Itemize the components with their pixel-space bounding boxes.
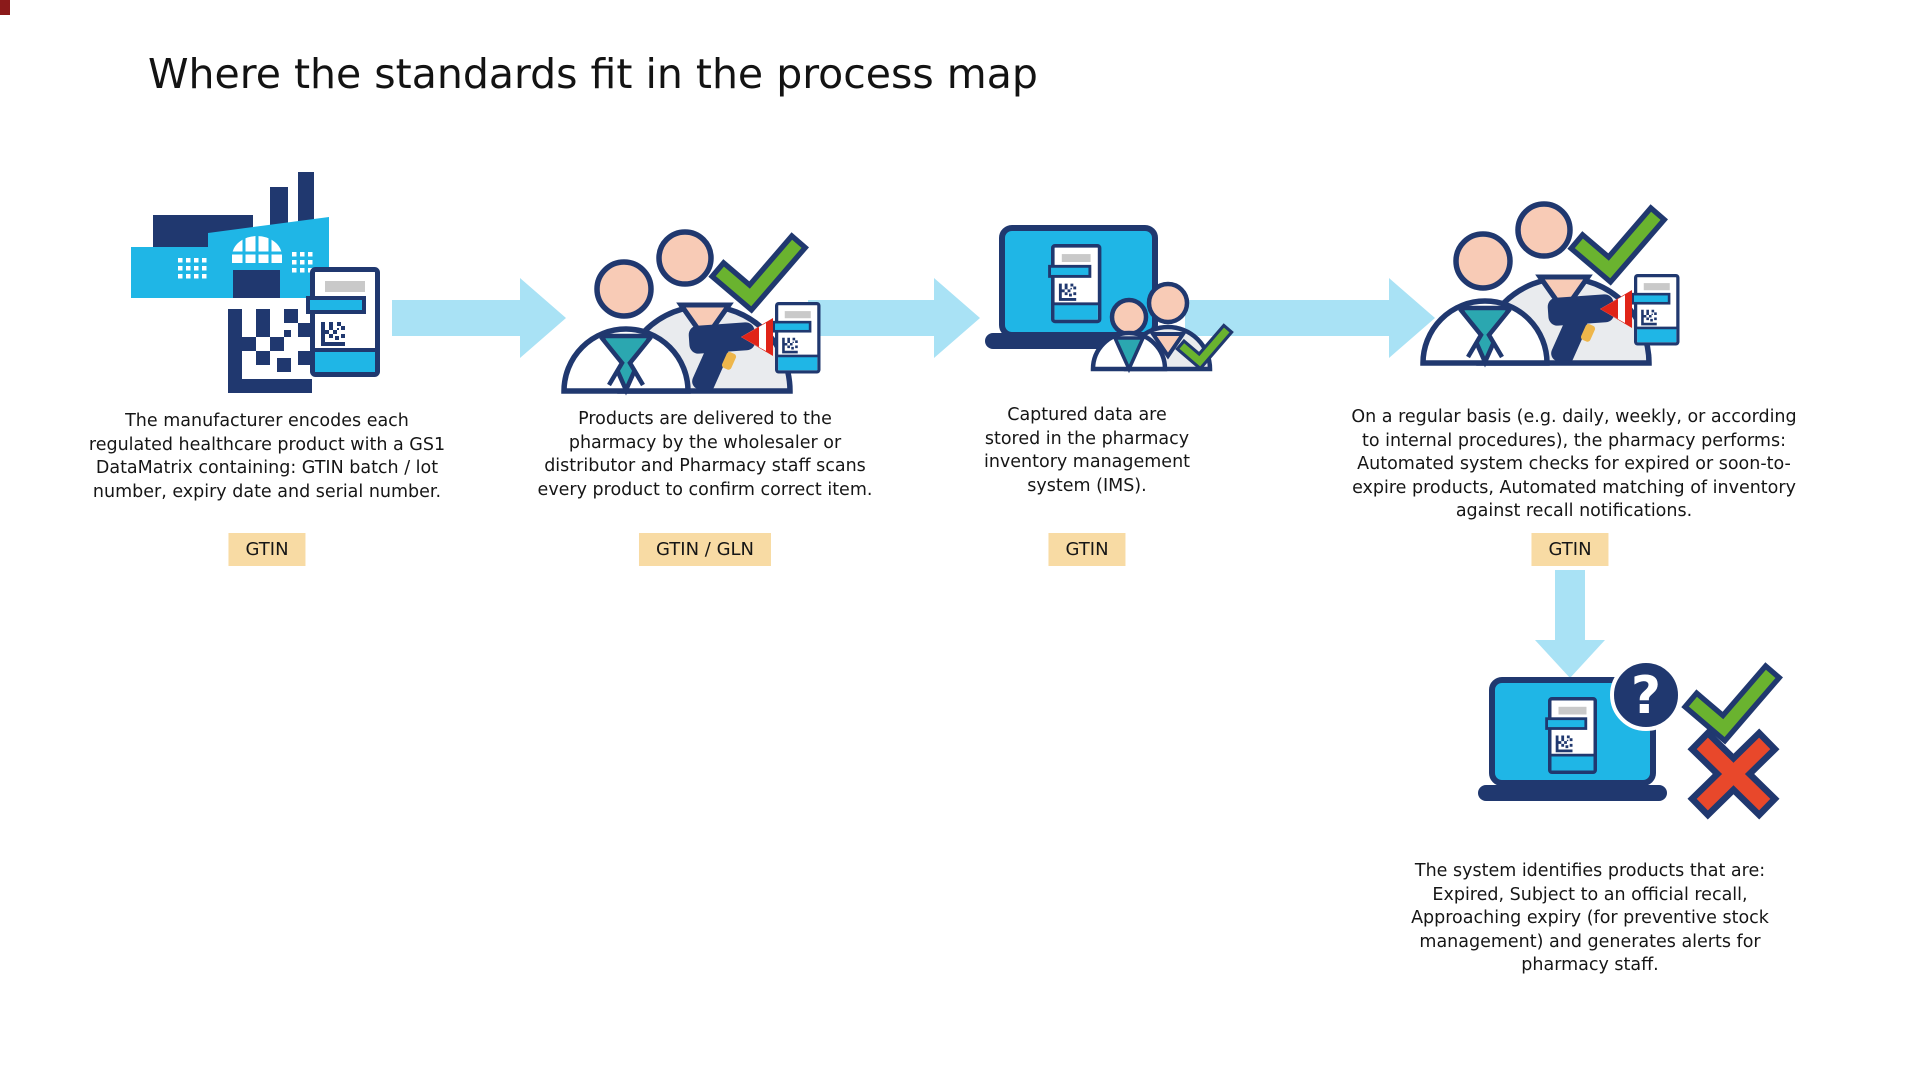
description-line: to internal procedures), the pharmacy pe…	[1362, 430, 1786, 451]
ims-laptop-icon	[985, 225, 1245, 374]
step-2-standard-badge: GTIN / GLN	[638, 533, 772, 566]
product-box-icon	[1547, 699, 1596, 773]
description-line: Automated system checks for expired or s…	[1357, 454, 1791, 474]
checkmark-icon	[1698, 679, 1767, 728]
question-icon: ?	[1610, 659, 1682, 731]
right-arrow-icon	[1185, 278, 1435, 358]
laptop-base	[1478, 785, 1667, 801]
description-line: pharmacy staff.	[1521, 955, 1659, 975]
scan-verify-icon	[1424, 197, 1694, 367]
cross-icon	[1687, 728, 1780, 820]
page-title: Where the standards fit in the process m…	[148, 50, 1038, 98]
description-line: regulated healthcare product with a GS1	[88, 434, 446, 455]
description-line: inventory management	[983, 452, 1191, 472]
factory-door	[233, 270, 280, 298]
alert-laptop-icon: ?	[1478, 659, 1780, 820]
description-line: Approaching expiry (for preventive stock	[1411, 908, 1769, 928]
description-line: expire products, Automated matching of i…	[1352, 477, 1796, 498]
description-line: On a regular basis (e.g. daily, weekly, …	[1351, 407, 1797, 427]
datamatrix-icon	[228, 309, 312, 393]
description-line: stored in the pharmacy	[984, 428, 1190, 449]
step-1-standard-badge: GTIN	[228, 533, 306, 566]
description-line: The manufacturer encodes each	[125, 411, 409, 431]
right-arrow-icon	[808, 278, 980, 358]
substep-description: The system identifies products that are:…	[1370, 860, 1810, 978]
product-box-icon	[1050, 246, 1100, 322]
step-3-standard-badge: GTIN	[1048, 533, 1126, 566]
step-4-description: On a regular basis (e.g. daily, weekly, …	[1304, 406, 1844, 524]
description-line: Captured data are	[1007, 405, 1167, 425]
description-line: The system identifies products that are:	[1414, 861, 1766, 881]
description-line: pharmacy by the wholesaler or	[568, 432, 842, 453]
product-box-icon	[308, 270, 378, 375]
scan-verify-icon	[565, 225, 835, 395]
factory-datamatrix-icon	[131, 172, 398, 393]
step-2-description: Products are delivered to the pharmacy b…	[495, 408, 915, 502]
step-4-standard-badge: GTIN	[1531, 533, 1609, 566]
step-1-description: The manufacturer encodes each regulated …	[57, 410, 477, 504]
right-arrow-icon	[392, 278, 566, 358]
description-line: distributor and Pharmacy staff scans	[544, 456, 866, 476]
step-3-description: Captured data are stored in the pharmacy…	[947, 404, 1227, 498]
description-line: Products are delivered to the	[578, 409, 832, 429]
description-line: DataMatrix containing: GTIN batch / lot	[95, 458, 439, 478]
factory-windows	[178, 252, 313, 279]
svg-text:?: ?	[1631, 666, 1661, 726]
corner-artifact	[0, 0, 10, 15]
description-line: number, expiry date and serial number.	[92, 481, 442, 502]
description-line: every product to confirm correct item.	[537, 479, 873, 500]
description-line: Expired, Subject to an official recall,	[1432, 884, 1748, 905]
description-line: against recall notifications.	[1455, 501, 1693, 521]
down-arrow-icon	[1535, 570, 1605, 678]
description-line: management) and generates alerts for	[1419, 931, 1761, 952]
description-line: system (IMS).	[1027, 475, 1147, 496]
